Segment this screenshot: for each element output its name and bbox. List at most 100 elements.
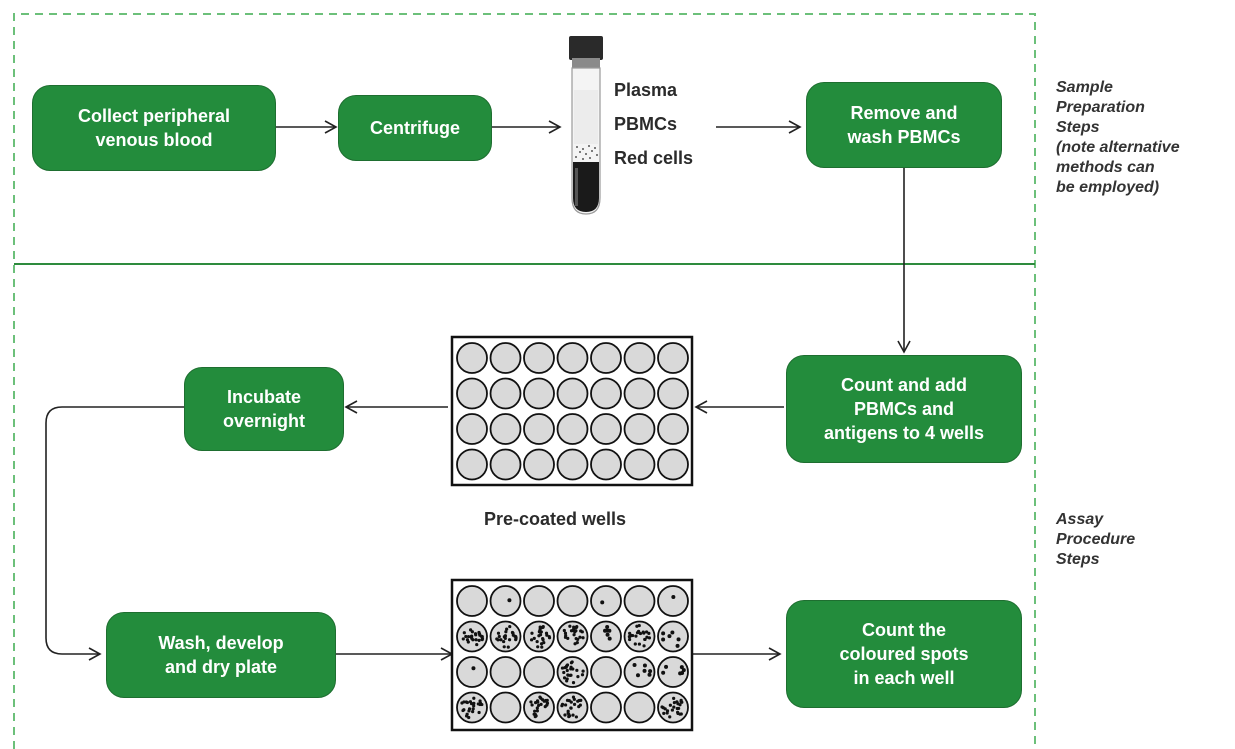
- spot: [478, 701, 483, 705]
- spot: [569, 706, 573, 710]
- well: [556, 656, 589, 688]
- precoated-wells-caption: Pre-coated wells: [484, 509, 627, 529]
- pbmc-layer: [575, 145, 598, 160]
- spot: [529, 700, 533, 704]
- spot: [565, 677, 569, 681]
- well: [556, 448, 589, 481]
- spot: [536, 700, 540, 704]
- spot: [675, 643, 680, 648]
- spot: [563, 713, 567, 717]
- spot: [462, 631, 466, 635]
- step-collect-blood: Collect peripheral venous blood: [32, 85, 276, 171]
- spot: [499, 638, 503, 642]
- spot: [607, 628, 612, 633]
- spot: [607, 636, 612, 641]
- spot: [467, 709, 471, 713]
- developed-plate: [450, 578, 694, 732]
- spot: [603, 628, 608, 633]
- spot: [471, 710, 475, 714]
- spot: [571, 667, 575, 671]
- spot: [566, 673, 570, 677]
- spot: [540, 645, 544, 649]
- spot: [579, 629, 583, 633]
- spot: [661, 670, 666, 675]
- spot: [565, 663, 570, 667]
- spot: [474, 638, 478, 642]
- well: [657, 620, 689, 653]
- spot: [496, 638, 500, 642]
- spot: [664, 664, 669, 669]
- spot: [508, 624, 512, 629]
- spot: [569, 673, 573, 677]
- spot: [581, 669, 585, 673]
- spot: [502, 639, 506, 644]
- spot: [560, 666, 565, 670]
- well: [657, 585, 689, 617]
- spot: [530, 631, 534, 635]
- well: [556, 342, 589, 374]
- well: [489, 585, 522, 617]
- spot: [633, 642, 637, 646]
- spot: [475, 642, 479, 647]
- spot: [569, 629, 574, 633]
- spot: [507, 598, 512, 603]
- well: [590, 377, 622, 410]
- layer-label-red-cells: Red cells: [614, 148, 694, 168]
- well: [657, 377, 689, 410]
- step-incubate: Incubate overnight: [184, 367, 344, 451]
- spot: [572, 625, 576, 629]
- well: [456, 691, 488, 724]
- spot: [645, 635, 649, 639]
- spot: [576, 675, 580, 679]
- spot: [648, 669, 653, 674]
- spot: [466, 634, 471, 639]
- spot: [671, 595, 676, 600]
- well: [657, 656, 689, 688]
- spot: [581, 636, 585, 640]
- well: [623, 620, 656, 653]
- well: [556, 585, 589, 617]
- spot: [478, 633, 482, 637]
- spot: [538, 629, 542, 633]
- spot: [678, 703, 682, 707]
- well: [590, 448, 622, 481]
- section-frame: [13, 13, 1036, 749]
- spot: [563, 666, 567, 670]
- spot: [647, 636, 652, 640]
- spot: [461, 637, 465, 641]
- well: [623, 413, 656, 445]
- spot: [539, 702, 543, 706]
- spot: [535, 709, 539, 713]
- well: [590, 413, 622, 445]
- spot: [563, 703, 568, 707]
- spot: [477, 710, 481, 715]
- well: [523, 413, 555, 445]
- spot: [472, 701, 476, 705]
- spot: [643, 637, 647, 642]
- spot: [502, 645, 506, 649]
- step-count-spots: Count the coloured spots in each well: [786, 600, 1022, 708]
- spot: [571, 713, 575, 717]
- spot: [661, 631, 666, 636]
- well: [523, 342, 555, 374]
- spot: [575, 668, 579, 672]
- spot: [504, 630, 508, 634]
- spot: [680, 671, 685, 676]
- spot: [679, 665, 684, 670]
- spot: [580, 673, 585, 677]
- test-tube-icon: [569, 36, 603, 215]
- spot: [573, 642, 577, 646]
- spot: [600, 600, 605, 605]
- well: [556, 413, 589, 445]
- well: [489, 691, 522, 724]
- spot: [537, 703, 541, 707]
- spot: [605, 632, 610, 637]
- spot: [507, 638, 512, 642]
- spot: [668, 715, 672, 719]
- spot: [636, 629, 641, 633]
- spot: [514, 636, 518, 640]
- step-centrifuge: Centrifuge: [338, 95, 492, 161]
- well: [657, 342, 689, 374]
- spot: [472, 696, 476, 700]
- spot: [538, 633, 543, 637]
